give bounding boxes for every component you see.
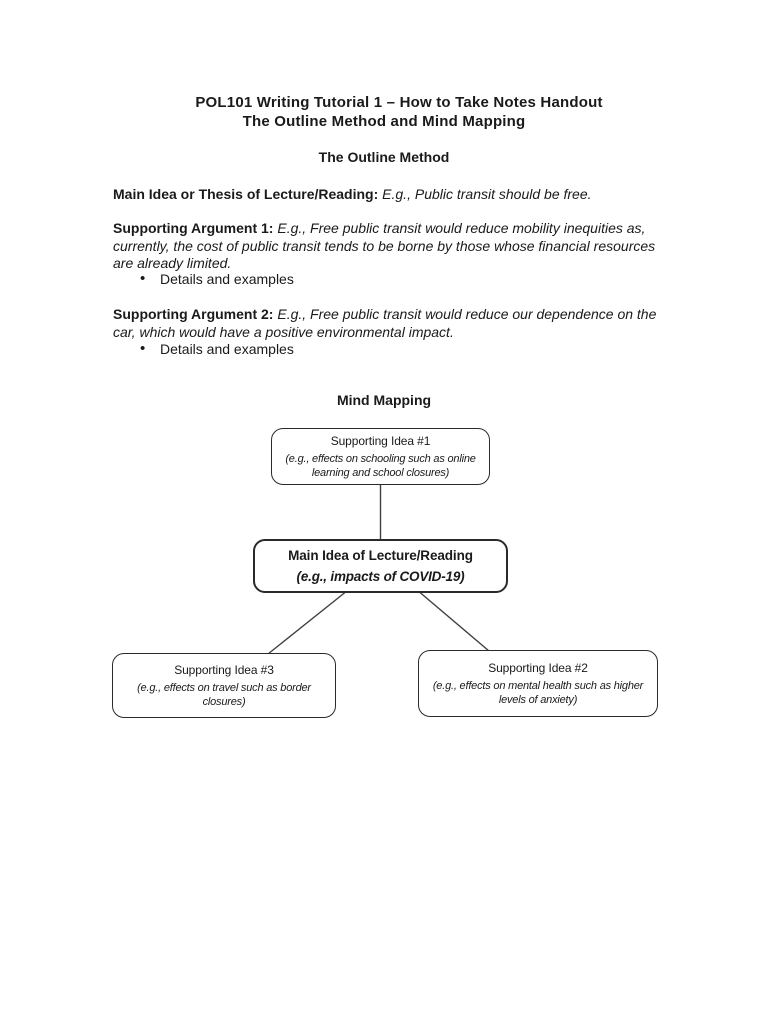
supporting-argument-1-label: Supporting Argument 1: xyxy=(113,220,274,236)
mindmap-box-title: Main Idea of Lecture/Reading xyxy=(288,547,473,563)
supporting-argument-2-paragraph: Supporting Argument 2: E.g., Free public… xyxy=(113,306,659,341)
main-idea-paragraph: Main Idea or Thesis of Lecture/Reading: … xyxy=(113,186,659,204)
supporting-argument-1-example: E.g., Free public transit would reduce m… xyxy=(113,220,656,271)
mindmap-box-title: Supporting Idea #1 xyxy=(330,433,431,448)
mindmap-box-supporting-idea-1: Supporting Idea #1 (e.g., effects on sch… xyxy=(271,428,490,485)
document-title: POL101 Writing Tutorial 1 – How to Take … xyxy=(0,93,768,131)
supporting-argument-1-paragraph: Supporting Argument 1: E.g., Free public… xyxy=(113,220,659,273)
mindmap-box-subtitle: (e.g., effects on mental health such as … xyxy=(432,679,644,706)
mindmap-box-supporting-idea-3: Supporting Idea #3 (e.g., effects on tra… xyxy=(112,653,336,718)
details-bullet-2: Details and examples xyxy=(113,340,659,359)
main-idea-label: Main Idea or Thesis of Lecture/Reading: xyxy=(113,186,379,202)
mindmap-box-supporting-idea-2: Supporting Idea #2 (e.g., effects on men… xyxy=(418,650,658,717)
document-title-line2: The Outline Method and Mind Mapping xyxy=(242,113,526,130)
document-title-line1: POL101 Writing Tutorial 1 – How to Take … xyxy=(195,94,603,111)
main-idea-example: E.g., Public transit should be free. xyxy=(382,186,592,202)
mindmap-box-main-idea: Main Idea of Lecture/Reading (e.g., impa… xyxy=(253,539,508,593)
mindmap-box-subtitle: (e.g., effects on travel such as border … xyxy=(137,681,311,708)
supporting-argument-2-label: Supporting Argument 2: xyxy=(113,306,274,322)
mindmap-box-subtitle: (e.g., impacts of COVID-19) xyxy=(296,568,465,584)
connector-center-to-right xyxy=(419,591,490,652)
mindmap-box-title: Supporting Idea #3 xyxy=(174,662,274,677)
connector-center-to-left xyxy=(267,591,346,655)
mindmap-box-title: Supporting Idea #2 xyxy=(488,660,588,675)
supporting-argument-2-example: E.g., Free public transit would reduce o… xyxy=(113,306,657,340)
mindmap-section-heading: Mind Mapping xyxy=(336,392,432,408)
mindmap-box-subtitle: (e.g., effects on schooling such as onli… xyxy=(285,452,476,479)
details-bullet-1: Details and examples xyxy=(113,270,659,289)
outline-section-heading: The Outline Method xyxy=(318,149,450,165)
